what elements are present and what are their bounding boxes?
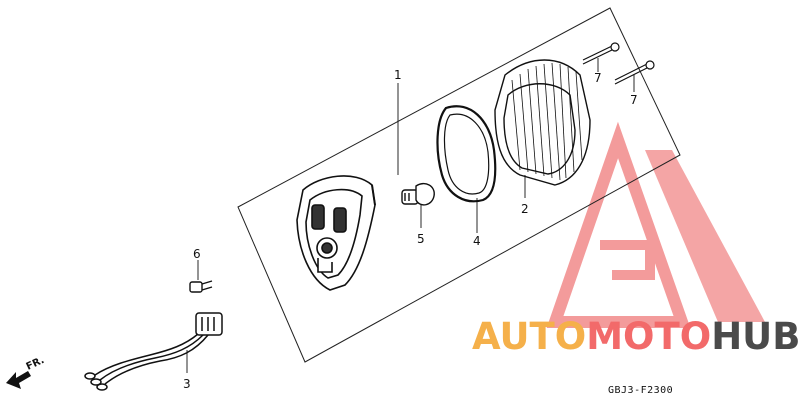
wire-harness-part <box>84 312 223 391</box>
gasket-part <box>436 105 497 203</box>
screw-part-lower <box>614 60 655 85</box>
drawing-code: GBJ3-F2300 <box>608 385 673 396</box>
watermark-logo-triangle <box>546 121 765 328</box>
lens-part <box>494 59 591 186</box>
watermark-text: AUTOMOTOHUB <box>472 315 800 358</box>
part-label-7-lower: 7 <box>630 93 638 107</box>
part-label-6: 6 <box>193 247 201 261</box>
front-arrow-icon <box>6 371 31 389</box>
part-label-4: 4 <box>473 234 481 248</box>
front-marker-label: FR. <box>25 355 46 373</box>
part-label-3: 3 <box>183 377 191 391</box>
watermark-hub: HUB <box>711 315 800 358</box>
part-label-7-upper: 7 <box>594 71 602 85</box>
lamp-base-part <box>296 175 376 291</box>
bulb-part <box>401 182 435 206</box>
leader-lines <box>186 58 635 373</box>
watermark-auto: AUTO <box>472 315 586 358</box>
watermark-moto: MOTO <box>586 315 711 358</box>
small-screw-part <box>189 280 213 293</box>
part-label-2: 2 <box>521 202 529 216</box>
screw-part-upper <box>582 42 620 65</box>
part-label-5: 5 <box>417 232 425 246</box>
part-label-1: 1 <box>394 68 402 82</box>
front-direction-marker: FR. <box>6 355 46 389</box>
assembly-outline <box>237 7 681 363</box>
